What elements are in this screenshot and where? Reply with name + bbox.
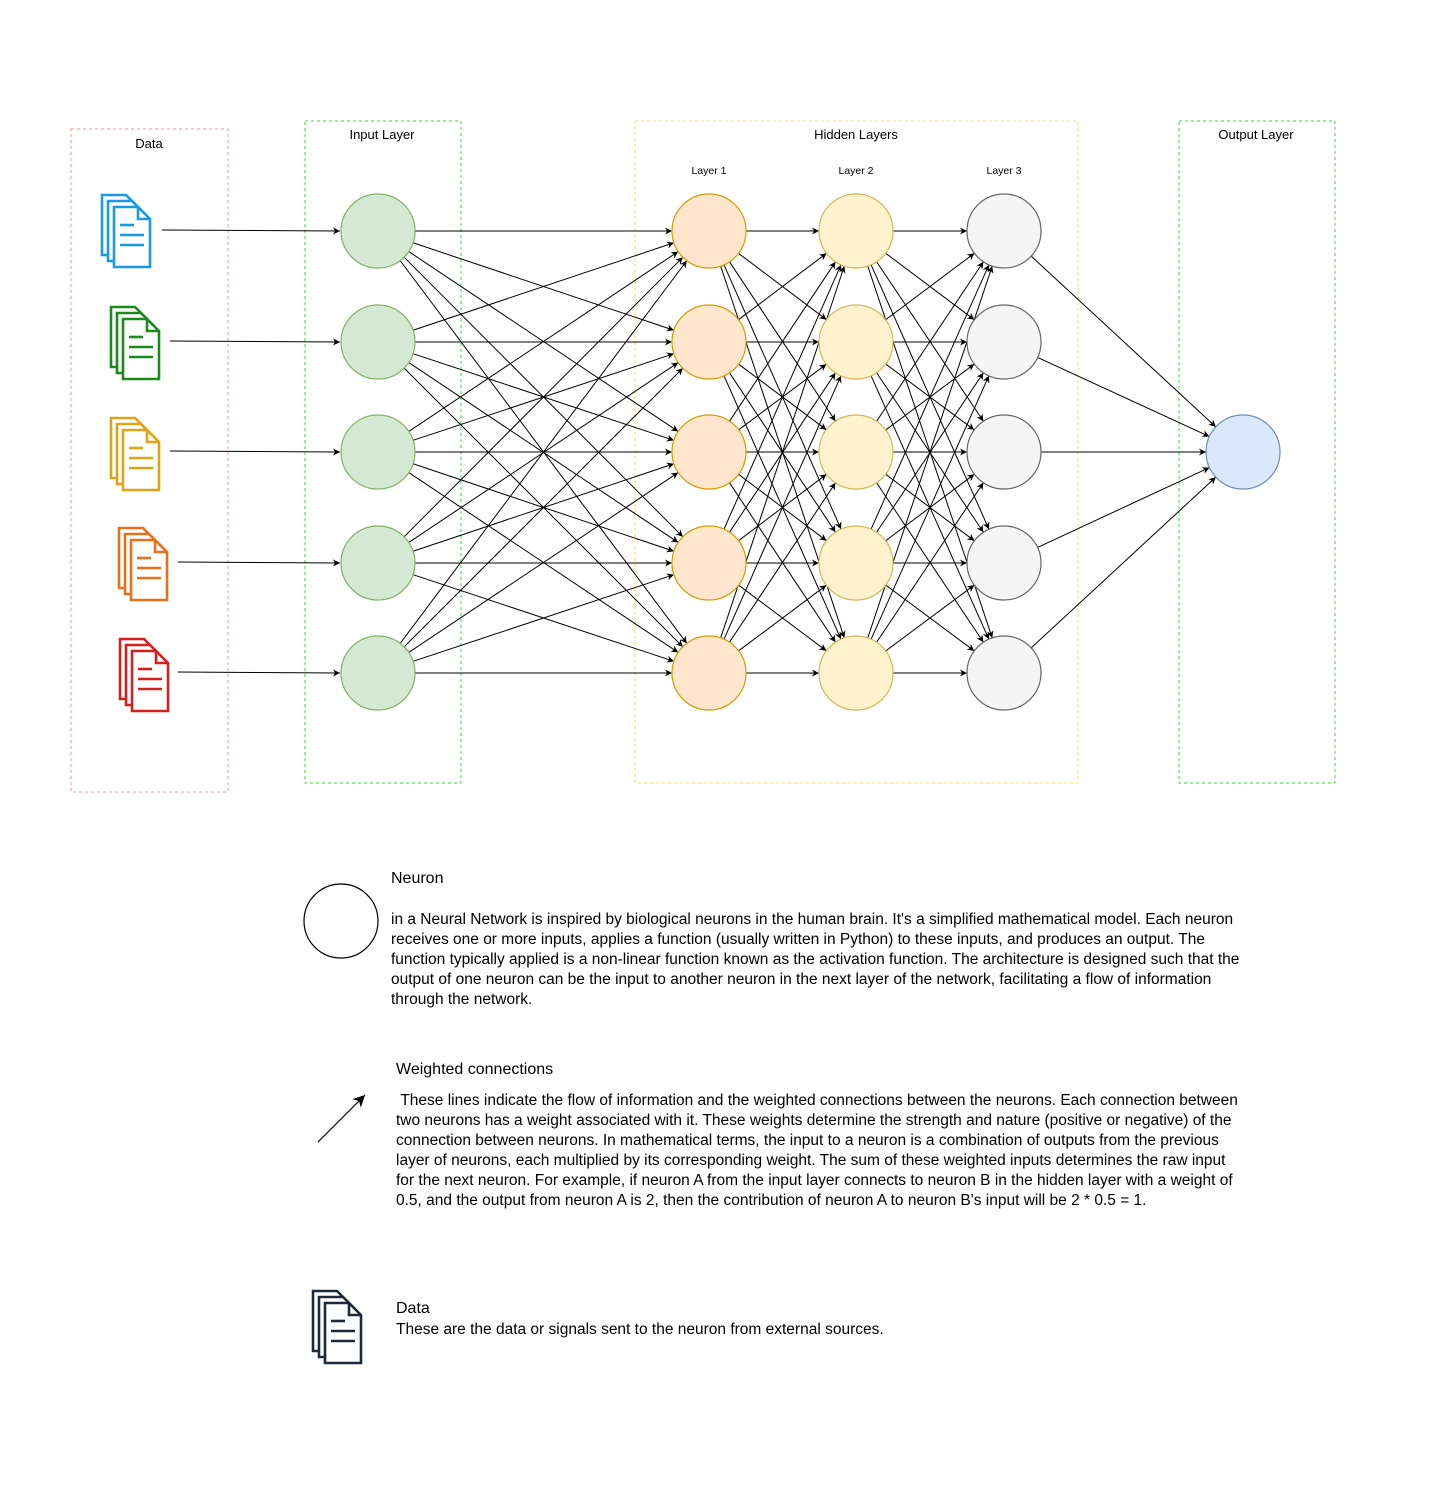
layer1-neuron <box>671 525 747 601</box>
connection-layer1-to-layer2 <box>723 375 842 640</box>
data-document-icon <box>109 416 161 492</box>
input-neuron <box>340 525 416 601</box>
input-neuron <box>340 304 416 380</box>
neurons-group <box>340 193 1281 711</box>
data-icons-group <box>100 193 170 713</box>
layer1-neuron <box>671 304 747 380</box>
layer3-neuron <box>966 635 1042 711</box>
layer2-neuron <box>818 635 894 711</box>
legend-weights-title: Weighted connections <box>396 1061 554 1078</box>
data-document-icon <box>118 637 170 713</box>
connection-input-to-layer1 <box>408 472 679 653</box>
connection-layer3-to-output <box>1037 467 1210 548</box>
hidden-layers-label: Hidden Layers <box>814 127 898 142</box>
data-group-label: Data <box>135 136 163 151</box>
connection-data-to-input <box>177 559 341 567</box>
legend-data-title: Data <box>396 1300 430 1317</box>
connection-layer3-to-output <box>1037 357 1210 437</box>
legend-data-icon <box>311 1289 363 1365</box>
layer3-neuron <box>966 414 1042 490</box>
hidden-layer-2-label: Layer 2 <box>838 165 873 177</box>
document-icon <box>311 1289 363 1365</box>
legend-neuron-icon <box>303 883 379 959</box>
connection-layer2-to-layer3 <box>870 264 990 530</box>
connection-input-to-layer1 <box>403 367 684 648</box>
hidden-layer-1-label: Layer 1 <box>691 165 726 177</box>
connection-data-to-input <box>177 669 341 677</box>
connection-layer1-to-layer2 <box>729 261 836 422</box>
hidden-layer-3-label: Layer 3 <box>986 165 1021 177</box>
connection-layer1-to-layer2 <box>738 252 827 321</box>
data-group-box <box>70 128 229 793</box>
connection-layer2-to-layer3 <box>885 584 975 652</box>
legend-data-text: These are the data or signals sent to th… <box>396 1321 884 1338</box>
input-layer-label: Input Layer <box>349 127 415 142</box>
data-document-icon <box>117 526 169 602</box>
layer1-neuron <box>671 635 747 711</box>
output-layer-label: Output Layer <box>1218 127 1294 142</box>
connection-data-to-input <box>169 448 341 456</box>
connection-layer1-to-layer2 <box>729 482 836 643</box>
layer3-neuron <box>966 525 1042 601</box>
layer1-neuron <box>671 414 747 490</box>
connection-layer2-to-layer3 <box>885 252 975 321</box>
layer2-neuron <box>818 304 894 380</box>
layer2-neuron <box>818 525 894 601</box>
connection-input-to-layer1 <box>403 256 684 538</box>
connection-input-to-layer1 <box>399 260 688 644</box>
legend-neuron-text: in a Neural Network is inspired by biolo… <box>391 911 1240 1008</box>
connection-layer2-to-layer3 <box>876 482 984 643</box>
output-neuron <box>1205 414 1281 490</box>
connection-layer2-to-layer3 <box>876 261 984 422</box>
legend-arrow-icon <box>317 1094 366 1143</box>
legend-weights-text: These lines indicate the flow of informa… <box>396 1092 1243 1209</box>
input-neuron <box>340 193 416 269</box>
layer2-neuron <box>818 414 894 490</box>
layer3-neuron <box>966 304 1042 380</box>
input-neuron <box>340 414 416 490</box>
connection-data-to-input <box>161 227 341 235</box>
layer3-neuron <box>966 193 1042 269</box>
connections-group <box>161 227 1217 677</box>
connection-layer3-to-output <box>1030 255 1217 428</box>
connection-input-to-layer1 <box>412 241 675 331</box>
data-document-icon <box>109 305 161 381</box>
connection-data-to-input <box>169 338 341 346</box>
layer2-neuron <box>818 193 894 269</box>
layer1-neuron <box>671 193 747 269</box>
connection-layer2-to-layer3 <box>870 375 990 640</box>
connection-layer1-to-layer2 <box>738 584 827 652</box>
connection-layer1-to-layer2 <box>723 264 842 530</box>
connection-layer3-to-output <box>1030 476 1217 649</box>
connection-input-to-layer1 <box>408 251 679 432</box>
data-document-icon <box>100 193 152 269</box>
input-neuron <box>340 635 416 711</box>
connection-input-to-layer1 <box>412 573 675 662</box>
legend-neuron-title: Neuron <box>391 870 444 887</box>
